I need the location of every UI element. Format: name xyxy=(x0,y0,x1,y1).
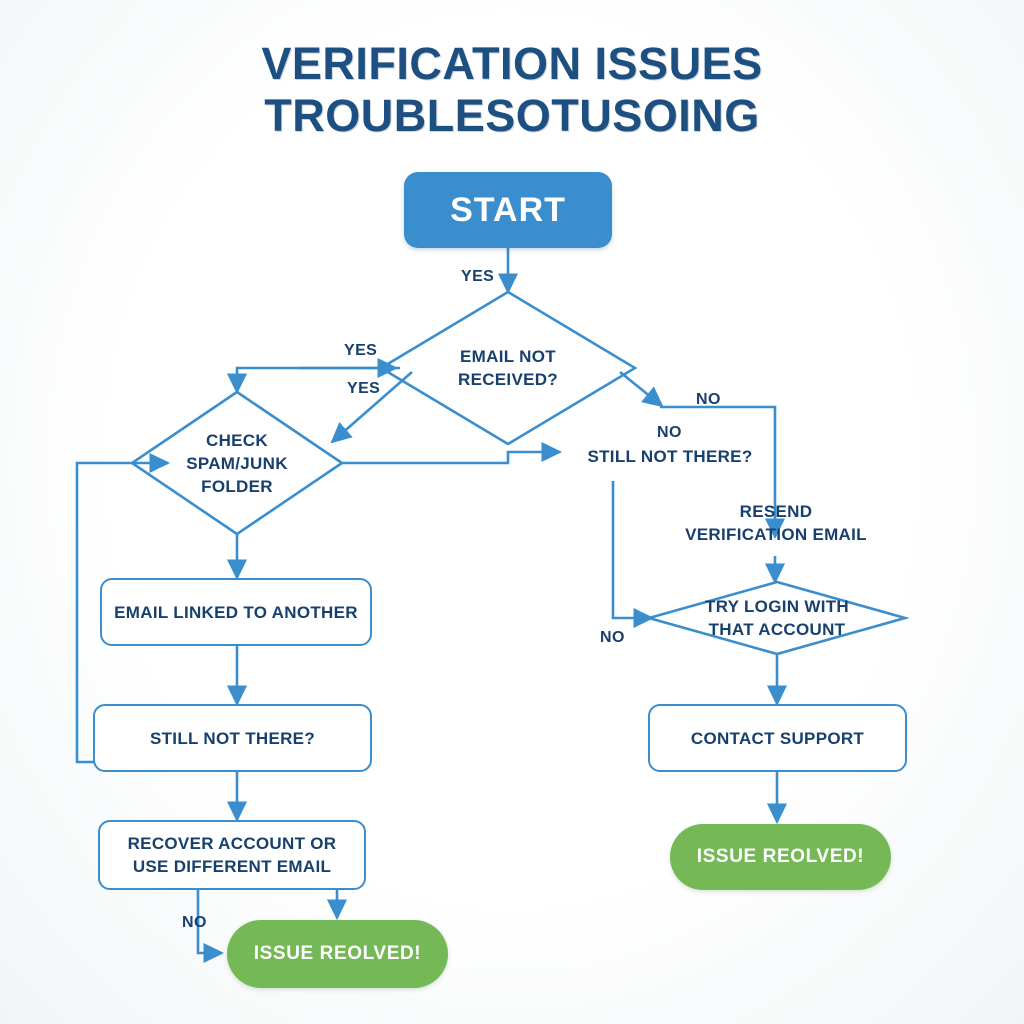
edge-email-not-received-no xyxy=(619,370,664,408)
edge-still-not-there-right-to-try-login xyxy=(611,481,655,629)
node-still-not-there-left-label: STILL NOT THERE? xyxy=(149,728,316,748)
node-still-not-there-right-label: STILL NOT THERE? xyxy=(587,446,753,466)
node-try-login-line-1: TRY LOGIN WITH xyxy=(705,597,849,616)
node-email-not-received-line-1: EMAIL NOT xyxy=(460,347,556,366)
node-resend-verification-email[interactable]: RESEND VERIFICATION EMAIL xyxy=(665,498,887,548)
node-issue-resolved-right[interactable]: ISSUE REOLVED! xyxy=(670,824,891,890)
page-title-line-2: TROUBLESOTUSOING xyxy=(264,90,760,141)
node-contact-support[interactable]: CONTACT SUPPORT xyxy=(648,704,907,772)
page-title-line-1: VERIFICATION ISSUES xyxy=(261,38,763,89)
edge-label-email-yes-lower: YES xyxy=(347,380,381,397)
node-try-login-line-2: THAT ACCOUNT xyxy=(708,620,846,639)
node-resend-line-2: VERIFICATION EMAIL xyxy=(685,525,867,544)
node-recover-line-2: USE DIFFERENT EMAIL xyxy=(132,857,332,876)
edge-check-spam-to-still-not-there-right xyxy=(342,441,563,465)
node-email-linked-label: EMAIL LINKED TO ANOTHER xyxy=(114,602,358,622)
node-email-linked-to-another[interactable]: EMAIL LINKED TO ANOTHER xyxy=(100,578,372,646)
edge-label-start-yes: YES xyxy=(461,268,495,285)
node-still-not-there-right[interactable]: STILL NOT THERE? xyxy=(570,444,770,468)
node-check-spam-line-1: CHECK xyxy=(206,430,268,450)
node-check-spam-line-2: SPAM/JUNK xyxy=(186,453,288,473)
node-recover-account-or-use-different-email[interactable]: RECOVER ACCOUNT OR USE DIFFERENT EMAIL xyxy=(98,820,366,890)
node-email-not-received-line-2: RECEIVED? xyxy=(458,370,558,389)
node-issue-resolved-left[interactable]: ISSUE REOLVED! xyxy=(227,920,448,988)
node-issue-resolved-left-label: ISSUE REOLVED! xyxy=(253,943,422,964)
node-recover-line-1: RECOVER ACCOUNT OR xyxy=(127,834,337,853)
edge-label-email-no-lower: NO xyxy=(657,424,682,441)
node-try-login-with-that-account[interactable]: TRY LOGIN WITH THAT ACCOUNT xyxy=(670,592,884,644)
edge-label-try-login-no: NO xyxy=(600,629,625,646)
node-issue-resolved-right-label: ISSUE REOLVED! xyxy=(696,846,865,867)
edge-label-email-yes-upper: YES xyxy=(344,342,378,359)
edge-label-recover-no: NO xyxy=(182,914,207,931)
node-check-spam-line-3: FOLDER xyxy=(201,476,273,496)
node-start[interactable]: START xyxy=(404,172,612,248)
node-still-not-there-left[interactable]: STILL NOT THERE? xyxy=(93,704,372,772)
edge-label-email-no-upper: NO xyxy=(696,391,721,408)
page-title: VERIFICATION ISSUES TROUBLESOTUSOING xyxy=(0,38,1024,142)
node-start-label: START xyxy=(450,190,566,229)
node-check-spam-junk-folder[interactable]: CHECK SPAM/JUNK FOLDER xyxy=(152,424,322,502)
node-contact-support-label: CONTACT SUPPORT xyxy=(690,728,865,748)
node-resend-line-1: RESEND xyxy=(739,502,813,521)
node-email-not-received[interactable]: EMAIL NOT RECEIVED? xyxy=(398,336,618,400)
